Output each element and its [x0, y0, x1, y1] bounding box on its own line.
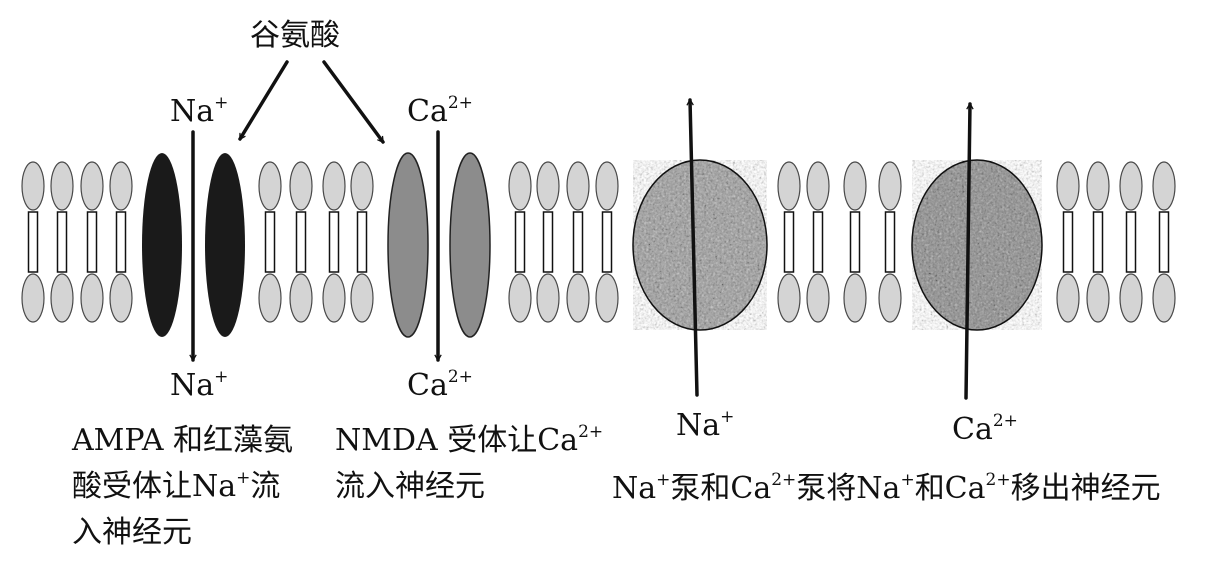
ion-symbol: Na: [676, 408, 721, 443]
ion-charge: +: [214, 367, 229, 387]
caption-text: 酸受体让Na: [72, 469, 237, 504]
glutamate-to-ampa-arrow: [238, 60, 289, 141]
phospholipid: [777, 161, 801, 323]
caption-charge: +: [900, 470, 915, 490]
ion-charge: +: [214, 93, 229, 113]
phospholipid: [1086, 161, 1110, 323]
phospholipid: [50, 161, 74, 323]
ion-symbol: Na: [170, 94, 215, 129]
caption-text: Na: [612, 471, 657, 506]
nmda-subunit-left: [387, 152, 429, 338]
ca-pump-label: Ca2+: [952, 411, 1018, 447]
na-pump: [632, 159, 768, 331]
phospholipid: [322, 161, 346, 323]
ion-symbol: Ca: [407, 94, 448, 129]
phospholipid: [1056, 161, 1080, 323]
phospholipid: [289, 161, 313, 323]
caption-text: NMDA 受体让Ca: [335, 423, 579, 458]
ampa-caption: AMPA 和红藻氨 酸受体让Na+流 入神经元: [72, 418, 293, 556]
ion-charge: 2+: [992, 411, 1018, 431]
caption-charge: +: [236, 468, 251, 488]
lipid-bilayer: [21, 161, 1176, 323]
caption-text: 流: [250, 469, 281, 504]
caption-text: 泵和Ca: [670, 471, 772, 506]
phospholipid: [350, 161, 374, 323]
phospholipid: [536, 161, 560, 323]
pumps-caption: Na+泵和Ca2+泵将Na+和Ca2+移出神经元: [612, 466, 1161, 512]
nmda-subunit-right: [449, 152, 491, 338]
na-pump-label: Na+: [676, 407, 735, 443]
phospholipid: [595, 161, 619, 323]
ion-charge: 2+: [447, 367, 473, 387]
glutamate-label: 谷氨酸: [250, 18, 340, 53]
caption-line: AMPA 和红藻氨: [72, 423, 294, 458]
phospholipid: [258, 161, 282, 323]
caption-text: 泵将Na: [796, 471, 901, 506]
caption-text: 和Ca: [914, 471, 986, 506]
phospholipid: [80, 161, 104, 323]
phospholipid: [21, 161, 45, 323]
ion-symbol: Ca: [407, 368, 448, 403]
ampa-bottom-na-label: Na+: [170, 367, 229, 403]
nmda-caption: NMDA 受体让Ca2+ 流入神经元: [335, 418, 603, 510]
phospholipid: [566, 161, 590, 323]
ampa-top-na-label: Na+: [170, 93, 229, 129]
phospholipid: [843, 161, 867, 323]
nmda-top-ca-label: Ca2+: [407, 93, 473, 129]
phospholipid: [508, 161, 532, 323]
ion-charge: +: [720, 407, 735, 427]
nmda-channel: [387, 152, 491, 338]
caption-charge: 2+: [985, 470, 1011, 490]
ampa-subunit-left: [142, 153, 182, 337]
nmda-bottom-ca-label: Ca2+: [407, 367, 473, 403]
phospholipid: [1152, 161, 1176, 323]
ca-pump: [911, 159, 1043, 331]
na-efflux-arrow: [686, 98, 699, 397]
ion-symbol: Ca: [952, 412, 993, 447]
caption-line: 流入神经元: [335, 469, 485, 504]
phospholipid: [806, 161, 830, 323]
ion-charge: 2+: [447, 93, 473, 113]
ion-symbol: Na: [170, 368, 215, 403]
phospholipid: [1119, 161, 1143, 323]
caption-charge: 2+: [578, 422, 604, 442]
ca-efflux-arrow: [964, 102, 974, 400]
caption-charge: 2+: [771, 470, 797, 490]
phospholipid: [109, 161, 133, 323]
caption-text: 移出神经元: [1010, 471, 1161, 506]
caption-line: NMDA 受体让Ca2+: [335, 418, 603, 464]
caption-charge: +: [656, 470, 671, 490]
caption-line: 入神经元: [72, 515, 192, 550]
phospholipid: [878, 161, 902, 323]
ampa-subunit-right: [205, 153, 245, 337]
caption-line: 酸受体让Na+流: [72, 464, 293, 510]
ampa-channel: [142, 153, 245, 337]
glutamate-to-nmda-arrow: [322, 60, 385, 144]
